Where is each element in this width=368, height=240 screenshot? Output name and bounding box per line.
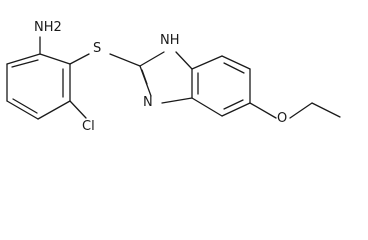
amine-label: NH2 <box>34 20 62 35</box>
bond <box>37 100 71 120</box>
bond <box>175 51 193 70</box>
imidazole-nh-label: NH <box>160 33 180 48</box>
bond <box>289 102 313 119</box>
imidazole-n-label: N <box>143 95 153 110</box>
bond <box>191 97 223 117</box>
bond <box>191 55 223 70</box>
bond <box>6 53 41 65</box>
bond <box>221 55 251 70</box>
bond <box>69 100 87 119</box>
chlorine-label: Cl <box>82 119 95 134</box>
structure-canvas: NH2 S NH N Cl O <box>6 20 341 134</box>
bond <box>6 100 39 120</box>
bond <box>221 102 251 117</box>
bond <box>223 99 244 110</box>
bond <box>141 69 148 85</box>
bond <box>311 102 341 118</box>
bond <box>39 53 71 65</box>
bond <box>109 53 141 67</box>
bond <box>161 97 193 104</box>
sulfur-label: S <box>93 41 102 56</box>
bond <box>223 62 245 74</box>
bond <box>139 51 165 67</box>
ether-oxygen-label: O <box>277 111 288 126</box>
bond <box>11 59 39 68</box>
bond <box>249 102 277 119</box>
bond-layer <box>6 36 341 120</box>
bond <box>12 98 38 114</box>
bond <box>69 53 90 65</box>
